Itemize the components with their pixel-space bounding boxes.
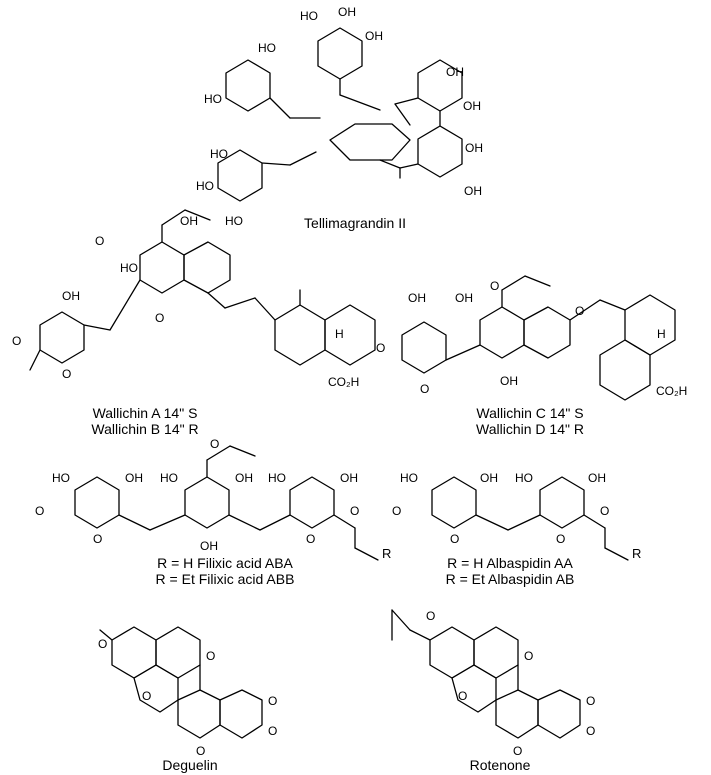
atom-label-h: H: [335, 327, 344, 341]
atom-label-oh: OH: [455, 291, 473, 305]
atom-label-o: O: [155, 311, 164, 325]
compound-name-wallichin-a: Wallichin A 14" S: [93, 405, 198, 421]
atom-label-oh: OH: [588, 471, 606, 485]
atom-label-ho: HO: [515, 471, 533, 485]
atom-label-o: O: [450, 532, 459, 546]
atom-label-ho: HO: [120, 261, 138, 275]
atom-label-oh: OH: [235, 471, 253, 485]
atom-label-oh: OH: [446, 65, 464, 79]
deguelin-structure: [99, 626, 263, 739]
atom-label-ho: HO: [400, 471, 418, 485]
atom-label-o: O: [556, 532, 565, 546]
atom-label-o: O: [376, 341, 385, 355]
atom-label-h: H: [657, 327, 666, 341]
atom-label-o: O: [142, 689, 151, 703]
atom-label-oh: OH: [338, 5, 356, 19]
atom-label-oh: OH: [408, 291, 426, 305]
substituent-r: R: [632, 546, 641, 561]
compound-name-wallichin-b: Wallichin B 14" R: [91, 421, 198, 437]
wallichin-cd-structure: [401, 275, 676, 401]
atom-label-o: O: [35, 504, 44, 518]
atom-label-oh: OH: [463, 99, 481, 113]
atom-label-ho: HO: [52, 471, 70, 485]
atom-label-o: O: [98, 637, 107, 651]
atom-label-o: O: [392, 504, 401, 518]
atom-label-oh: OH: [500, 374, 518, 388]
substituent-r: R: [382, 546, 391, 561]
compound-name-albaspidin-ab: R = Et Albaspidin AB: [446, 571, 575, 587]
atom-label-ho: HO: [196, 179, 214, 193]
atom-label-o: O: [586, 724, 595, 738]
atom-label-o: O: [12, 334, 21, 348]
atom-label-o: O: [268, 724, 277, 738]
atom-label-co2h: CO₂H: [656, 384, 687, 398]
atom-label-o: O: [206, 649, 215, 663]
compound-name-wallichin-d: Wallichin D 14" R: [476, 421, 584, 437]
compound-name-deguelin: Deguelin: [162, 757, 217, 773]
tellimagrandin-structure: [217, 27, 463, 202]
atom-label-o: O: [210, 437, 219, 451]
atom-label-oh: OH: [465, 141, 483, 155]
rotenone-structure: [391, 609, 581, 739]
atom-label-o: O: [306, 532, 315, 546]
atom-label-oh: OH: [365, 29, 383, 43]
atom-label-oh: OH: [180, 214, 198, 228]
atom-label-o: O: [600, 504, 609, 518]
atom-label-ho: HO: [160, 471, 178, 485]
atom-label-oh: OH: [62, 289, 80, 303]
atom-label-oh: OH: [200, 539, 218, 553]
atom-label-ho: HO: [258, 41, 276, 55]
atom-label-o: O: [196, 744, 205, 758]
compound-name-filixic-abb: R = Et Filixic acid ABB: [156, 571, 295, 587]
atom-label-o: O: [458, 689, 467, 703]
filixic-acid-structure: [74, 445, 379, 561]
atom-label-o: O: [93, 532, 102, 546]
atom-label-o: O: [524, 649, 533, 663]
atom-label-o: O: [420, 382, 429, 396]
compound-name-wallichin-c: Wallichin C 14" S: [476, 405, 583, 421]
atom-label-o: O: [513, 744, 522, 758]
atom-label-oh: OH: [480, 471, 498, 485]
atom-label-o: O: [350, 504, 359, 518]
atom-label-o: O: [95, 234, 104, 248]
atom-label-o: O: [586, 694, 595, 708]
compound-name-albaspidin-aa: R = H Albaspidin AA: [447, 555, 573, 571]
compound-name-filixic-aba: R = H Filixic acid ABA: [157, 555, 293, 571]
atom-label-o: O: [62, 367, 71, 381]
compound-name-rotenone: Rotenone: [470, 757, 531, 773]
atom-label-ho: HO: [210, 147, 228, 161]
atom-label-o: O: [268, 694, 277, 708]
atom-label-ho: HO: [225, 214, 243, 228]
atom-label-o: O: [575, 304, 584, 318]
atom-label-o: O: [490, 279, 499, 293]
atom-label-co2h: CO₂H: [328, 375, 359, 389]
atom-label-oh: OH: [340, 471, 358, 485]
atom-label-oh: OH: [125, 471, 143, 485]
atom-label-o: O: [426, 609, 435, 623]
albaspidin-structure: [431, 476, 629, 561]
compound-name-tellimagrandin-ii: Tellimagrandin II: [304, 215, 406, 231]
atom-label-ho: HO: [204, 92, 222, 106]
wallichin-ab-structure: [29, 209, 376, 371]
atom-label-oh: OH: [464, 184, 482, 198]
atom-label-ho: HO: [268, 471, 286, 485]
atom-label-ho: HO: [300, 9, 318, 23]
